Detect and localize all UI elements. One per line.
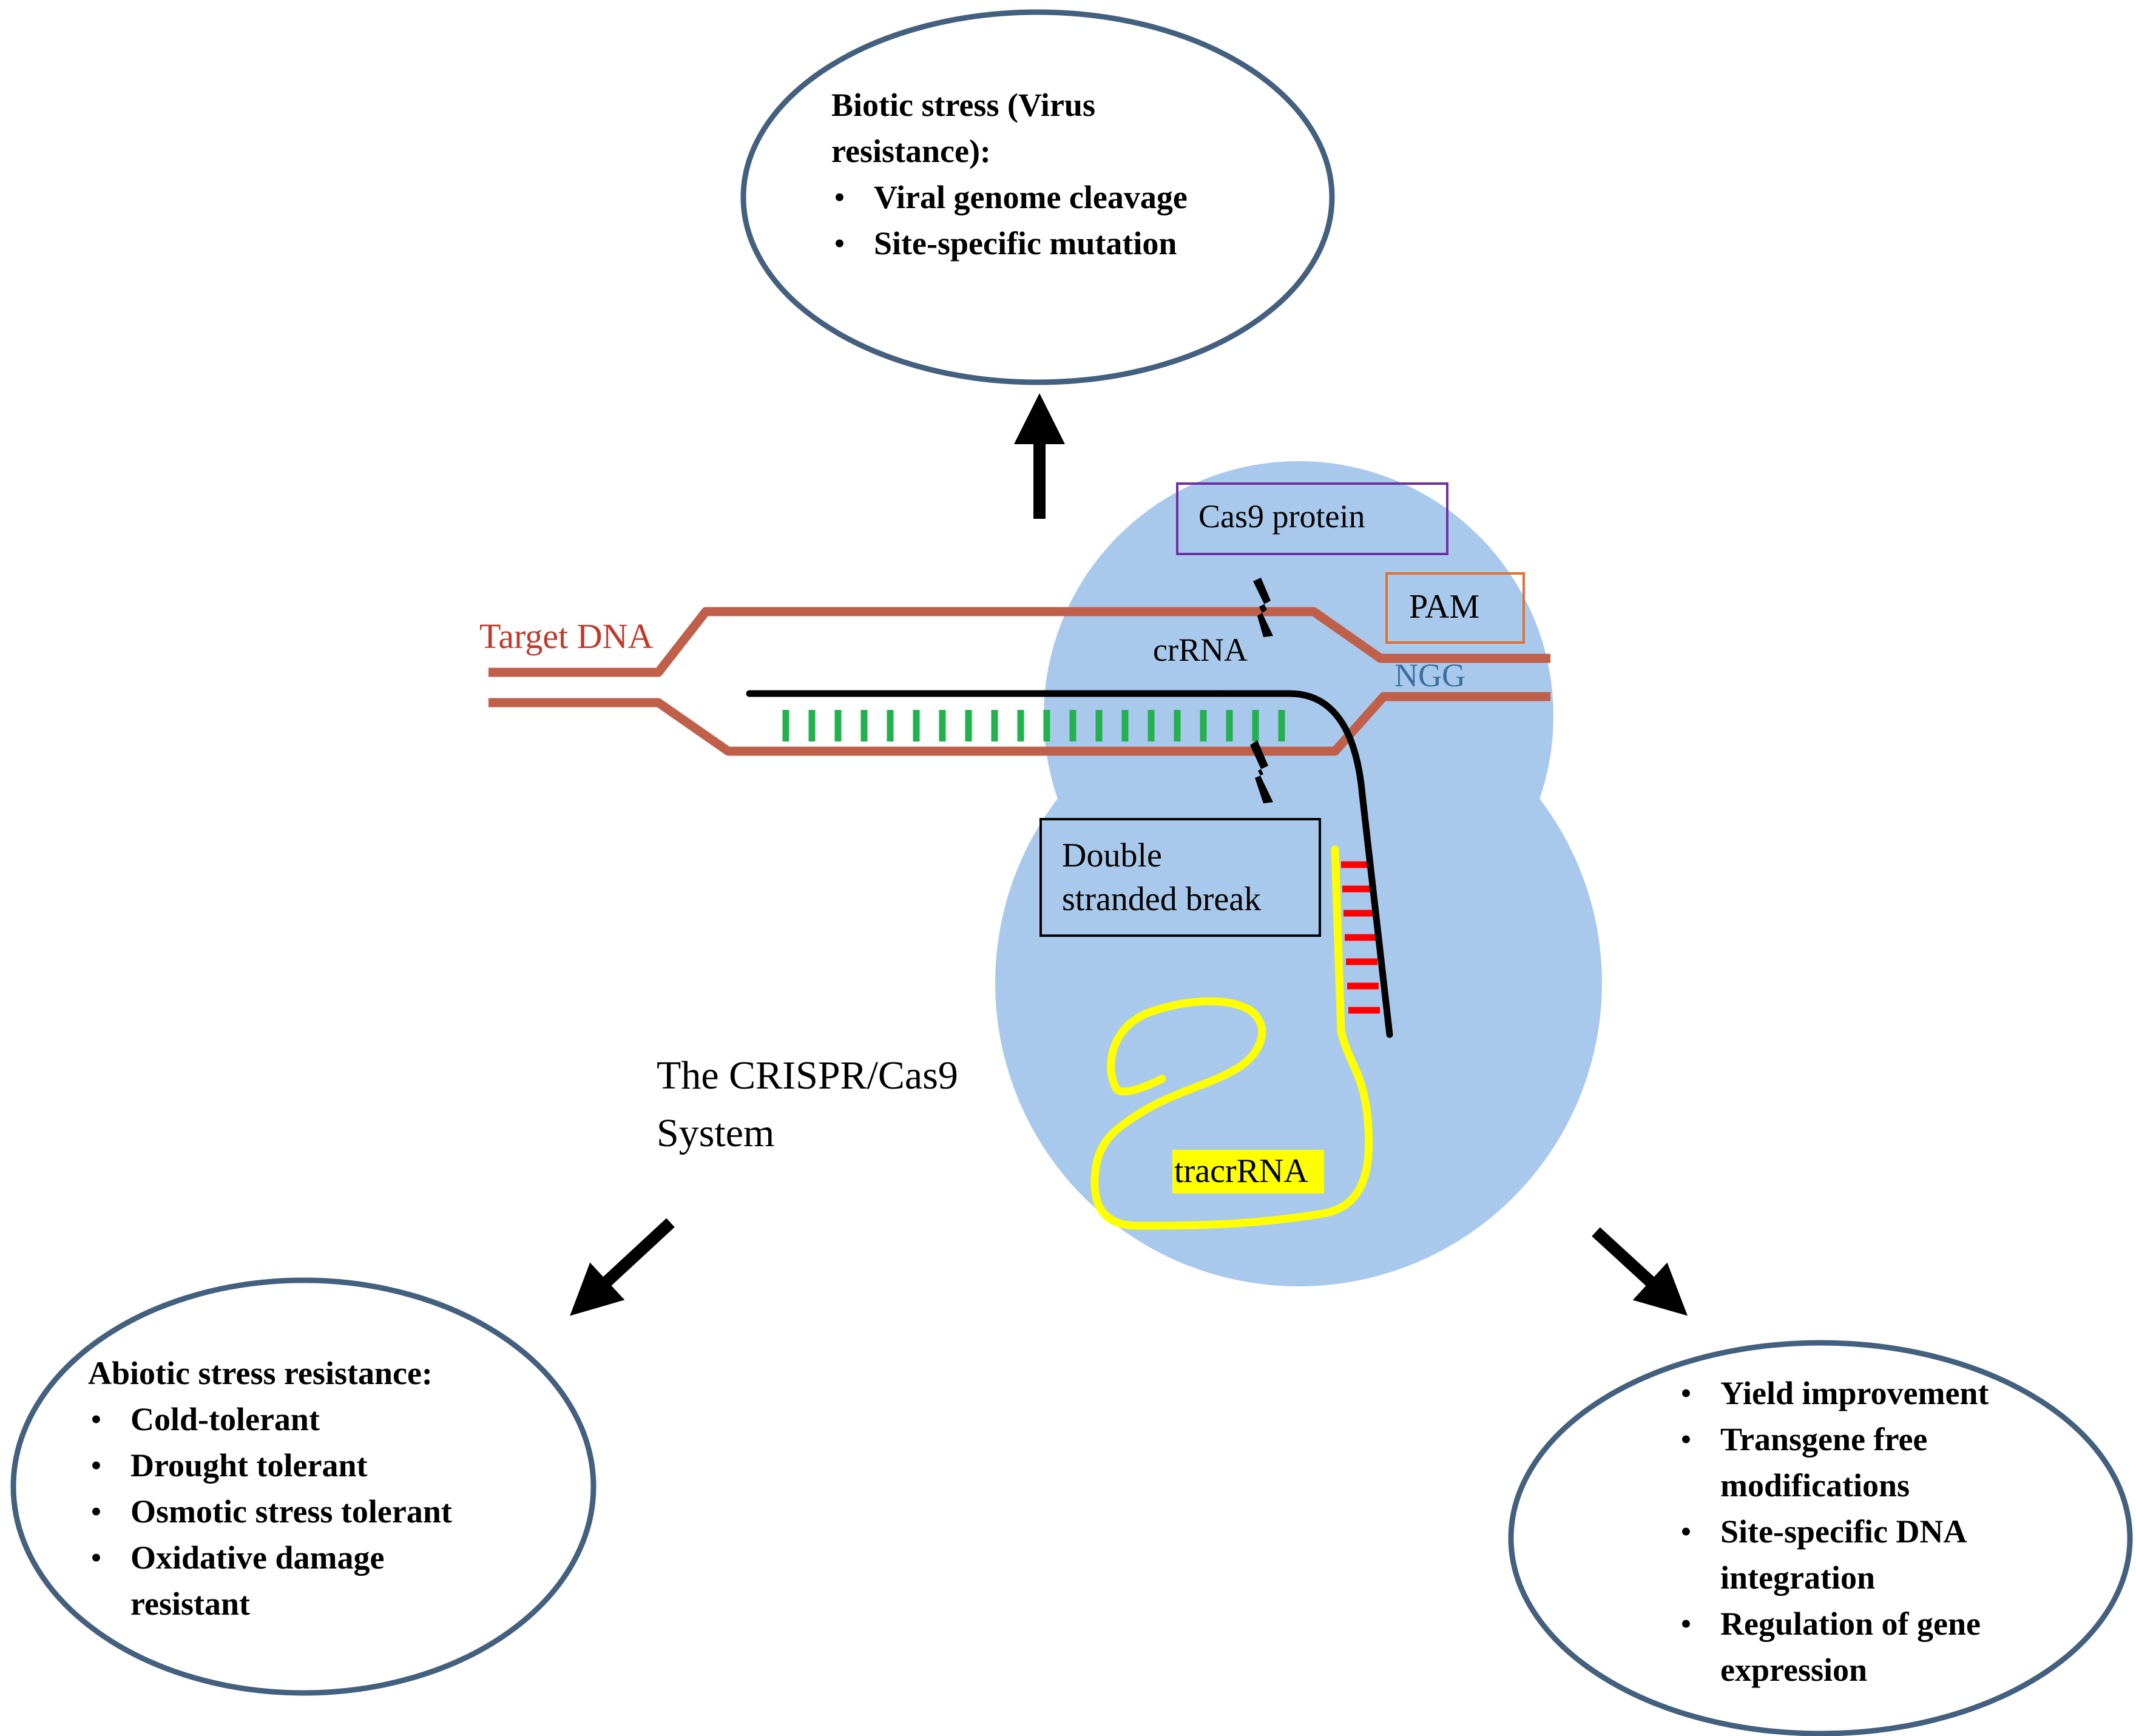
dsb-label-line2: stranded break [1062, 880, 1262, 918]
target-dna [488, 607, 1550, 756]
arrow-down-right [1592, 1227, 1688, 1316]
list-item-text: Yield improvement [1720, 1375, 1989, 1411]
cas9-blob [995, 461, 1602, 1286]
left-ellipse-heading: Abiotic stress resistance: [88, 1355, 433, 1391]
cas9-box [1176, 482, 1448, 555]
list-item: Transgene free modifications [1678, 1416, 2103, 1508]
base-pairs [782, 710, 1285, 741]
list-item-text: Regulation of gene [1720, 1606, 1981, 1642]
arrow-down-left [570, 1218, 675, 1316]
tracrrna-strand [1090, 845, 1373, 1230]
list-item: Oxidative damage resistant [88, 1535, 549, 1627]
top-ellipse-list: Viral genome cleavage Site-specific muta… [831, 174, 1293, 266]
top-ellipse-heading-line2: resistance): [831, 133, 991, 169]
dsb-label-line1: Double [1062, 837, 1162, 874]
list-item: Site-specific mutation [831, 220, 1293, 266]
crrna-label: crRNA [1153, 632, 1248, 668]
list-item: Drought tolerant [88, 1442, 549, 1488]
pam-label: PAM [1409, 588, 1480, 626]
left-ellipse-text: Abiotic stress resistance: Cold-tolerant… [88, 1350, 549, 1627]
pam-box [1385, 572, 1525, 644]
tracr-pairs [1341, 861, 1380, 1014]
list-item-text: Drought tolerant [130, 1447, 368, 1484]
list-item: Cold-tolerant [88, 1396, 549, 1442]
target-dna-label: Target DNA [479, 616, 654, 656]
dsb-box [1039, 818, 1321, 937]
list-item: Regulation of gene expression [1678, 1601, 2103, 1693]
tracrrna-label: tracrRNA [1174, 1152, 1308, 1190]
list-item: Osmotic stress tolerant [88, 1488, 549, 1535]
list-item: Site-specific DNA integration [1678, 1508, 2103, 1601]
list-item-text-cont: expression [1720, 1652, 1868, 1688]
right-ellipse-list: Yield improvement Transgene free modifica… [1678, 1370, 2103, 1693]
list-item-text: Cold-tolerant [130, 1401, 320, 1437]
top-ellipse-text: Biotic stress (Virus resistance): Viral … [831, 82, 1293, 266]
cut-site-bottom-icon [1250, 740, 1273, 803]
list-item-text: Transgene free [1720, 1421, 1928, 1457]
crrna-strand [746, 690, 1393, 1038]
list-item-text-cont: integration [1720, 1559, 1875, 1596]
dna-top-strand [488, 607, 1550, 677]
cas9-protein-label: Cas9 protein [1198, 498, 1365, 535]
right-ellipse-text: Yield improvement Transgene free modifica… [1678, 1370, 2103, 1693]
cut-site-top-icon [1253, 578, 1273, 637]
center-title-line1: The CRISPR/Cas9 [657, 1053, 958, 1098]
list-item-text: Site-specific DNA [1720, 1513, 1967, 1550]
list-item-text-cont: modifications [1720, 1467, 1910, 1504]
list-item-text: Osmotic stress tolerant [130, 1493, 452, 1530]
ngg-label: NGG [1394, 657, 1465, 694]
dna-bottom-strand [488, 692, 1550, 756]
list-item: Viral genome cleavage [831, 174, 1293, 220]
list-item-text-cont: resistant [130, 1586, 250, 1622]
center-title-line2: System [657, 1111, 775, 1155]
left-ellipse-list: Cold-tolerant Drought tolerant Osmotic s… [88, 1396, 549, 1627]
list-item-text: Oxidative damage [130, 1539, 385, 1576]
list-item: Yield improvement [1678, 1370, 2103, 1416]
tracrrna-highlight [1172, 1150, 1324, 1194]
top-ellipse-heading-line1: Biotic stress (Virus [831, 87, 1095, 123]
